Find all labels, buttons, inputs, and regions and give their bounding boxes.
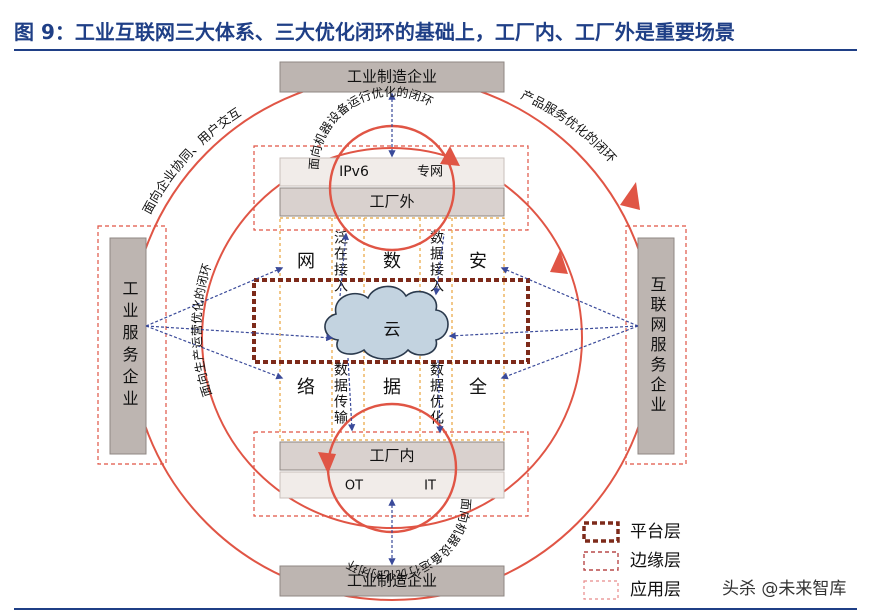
platform-layer-box [252, 278, 530, 364]
grid-char-quan: 全 [469, 377, 487, 398]
right-service-outline [625, 225, 687, 465]
right-service-label: 互联网服务企业 [648, 276, 667, 416]
right-down-arrow [436, 359, 444, 434]
data-access-label: 数据接入 [428, 230, 444, 294]
left-arrow-down [145, 325, 284, 380]
outer-loop-arrow [620, 182, 640, 210]
right-arrow-mid [448, 325, 639, 340]
pan-access-label: 泛在接入 [332, 230, 348, 294]
ipv6-box [279, 157, 505, 187]
factory-inside-outline [253, 431, 529, 517]
legend-swatch-app [583, 580, 619, 600]
figure-title: 图 9：工业互联网三大体系、三大优化闭环的基础上，工厂内、工厂外是重要场景 [14, 20, 735, 44]
legend-swatch-edge [583, 551, 619, 571]
legend-label-app: 应用层 [630, 580, 681, 600]
cloud-label: 云 [384, 320, 401, 340]
loop-label-top-left: 面向企业协同、用户交互 [139, 105, 243, 217]
it-label: IT [424, 479, 436, 494]
bottom-rule [14, 608, 857, 610]
left-service-outline [97, 225, 167, 465]
top-inner-loop-arrow [440, 146, 460, 166]
factory-outside-box [279, 187, 505, 217]
private-net-label: 专网 [417, 165, 443, 180]
left-service-label: 工业服务企业 [120, 280, 139, 412]
ot-it-box [279, 471, 505, 499]
factory-outside-label: 工厂外 [369, 193, 414, 211]
cloud-shape [324, 285, 449, 360]
legend-label-platform: 平台层 [630, 522, 681, 542]
legend: 平台层 边缘层 应用层 [582, 521, 681, 600]
watermark-text: 头杀 @未来智库 [722, 579, 847, 599]
grid-char-shu: 数 [383, 251, 401, 272]
loop-label-top-inner: 面向机器设备运行优化的闭环 [307, 84, 435, 170]
loop-label-top-right: 产品服务优化的闭环 [519, 87, 620, 165]
bottom-enterprise-box [279, 565, 505, 597]
left-arrow-up [145, 266, 284, 327]
ot-label: OT [345, 479, 363, 494]
middle-loop-arrow [550, 250, 568, 274]
right-arrow-up [500, 266, 639, 327]
top-enterprise-label: 工业制造企业 [347, 68, 437, 86]
data-optimize-label: 数据优化 [428, 362, 444, 426]
right-up-arrow [433, 233, 445, 296]
factory-inside-box [279, 441, 505, 471]
top-enterprise-box [279, 61, 505, 93]
grid-char-ju: 据 [383, 377, 401, 398]
title-underline [14, 49, 857, 51]
legend-label-edge: 边缘层 [630, 551, 681, 571]
bottom-inner-loop-arrow [318, 452, 336, 474]
left-down-arrow [347, 357, 356, 432]
grid-char-wang: 网 [297, 251, 315, 272]
right-arrow-down [500, 325, 639, 380]
right-service-box [637, 237, 675, 455]
grid-char-an: 安 [469, 251, 487, 272]
data-transmit-label: 数据传输 [332, 362, 348, 426]
legend-swatch-platform [582, 521, 620, 543]
ipv6-label: IPv6 [339, 164, 369, 180]
grid-char-luo: 络 [297, 377, 315, 398]
bottom-enterprise-label: 工业制造企业 [347, 572, 437, 590]
left-up-arrow [339, 232, 350, 297]
left-service-box [109, 237, 147, 455]
left-arrow-mid [145, 325, 334, 342]
factory-inside-label: 工厂内 [369, 447, 414, 465]
